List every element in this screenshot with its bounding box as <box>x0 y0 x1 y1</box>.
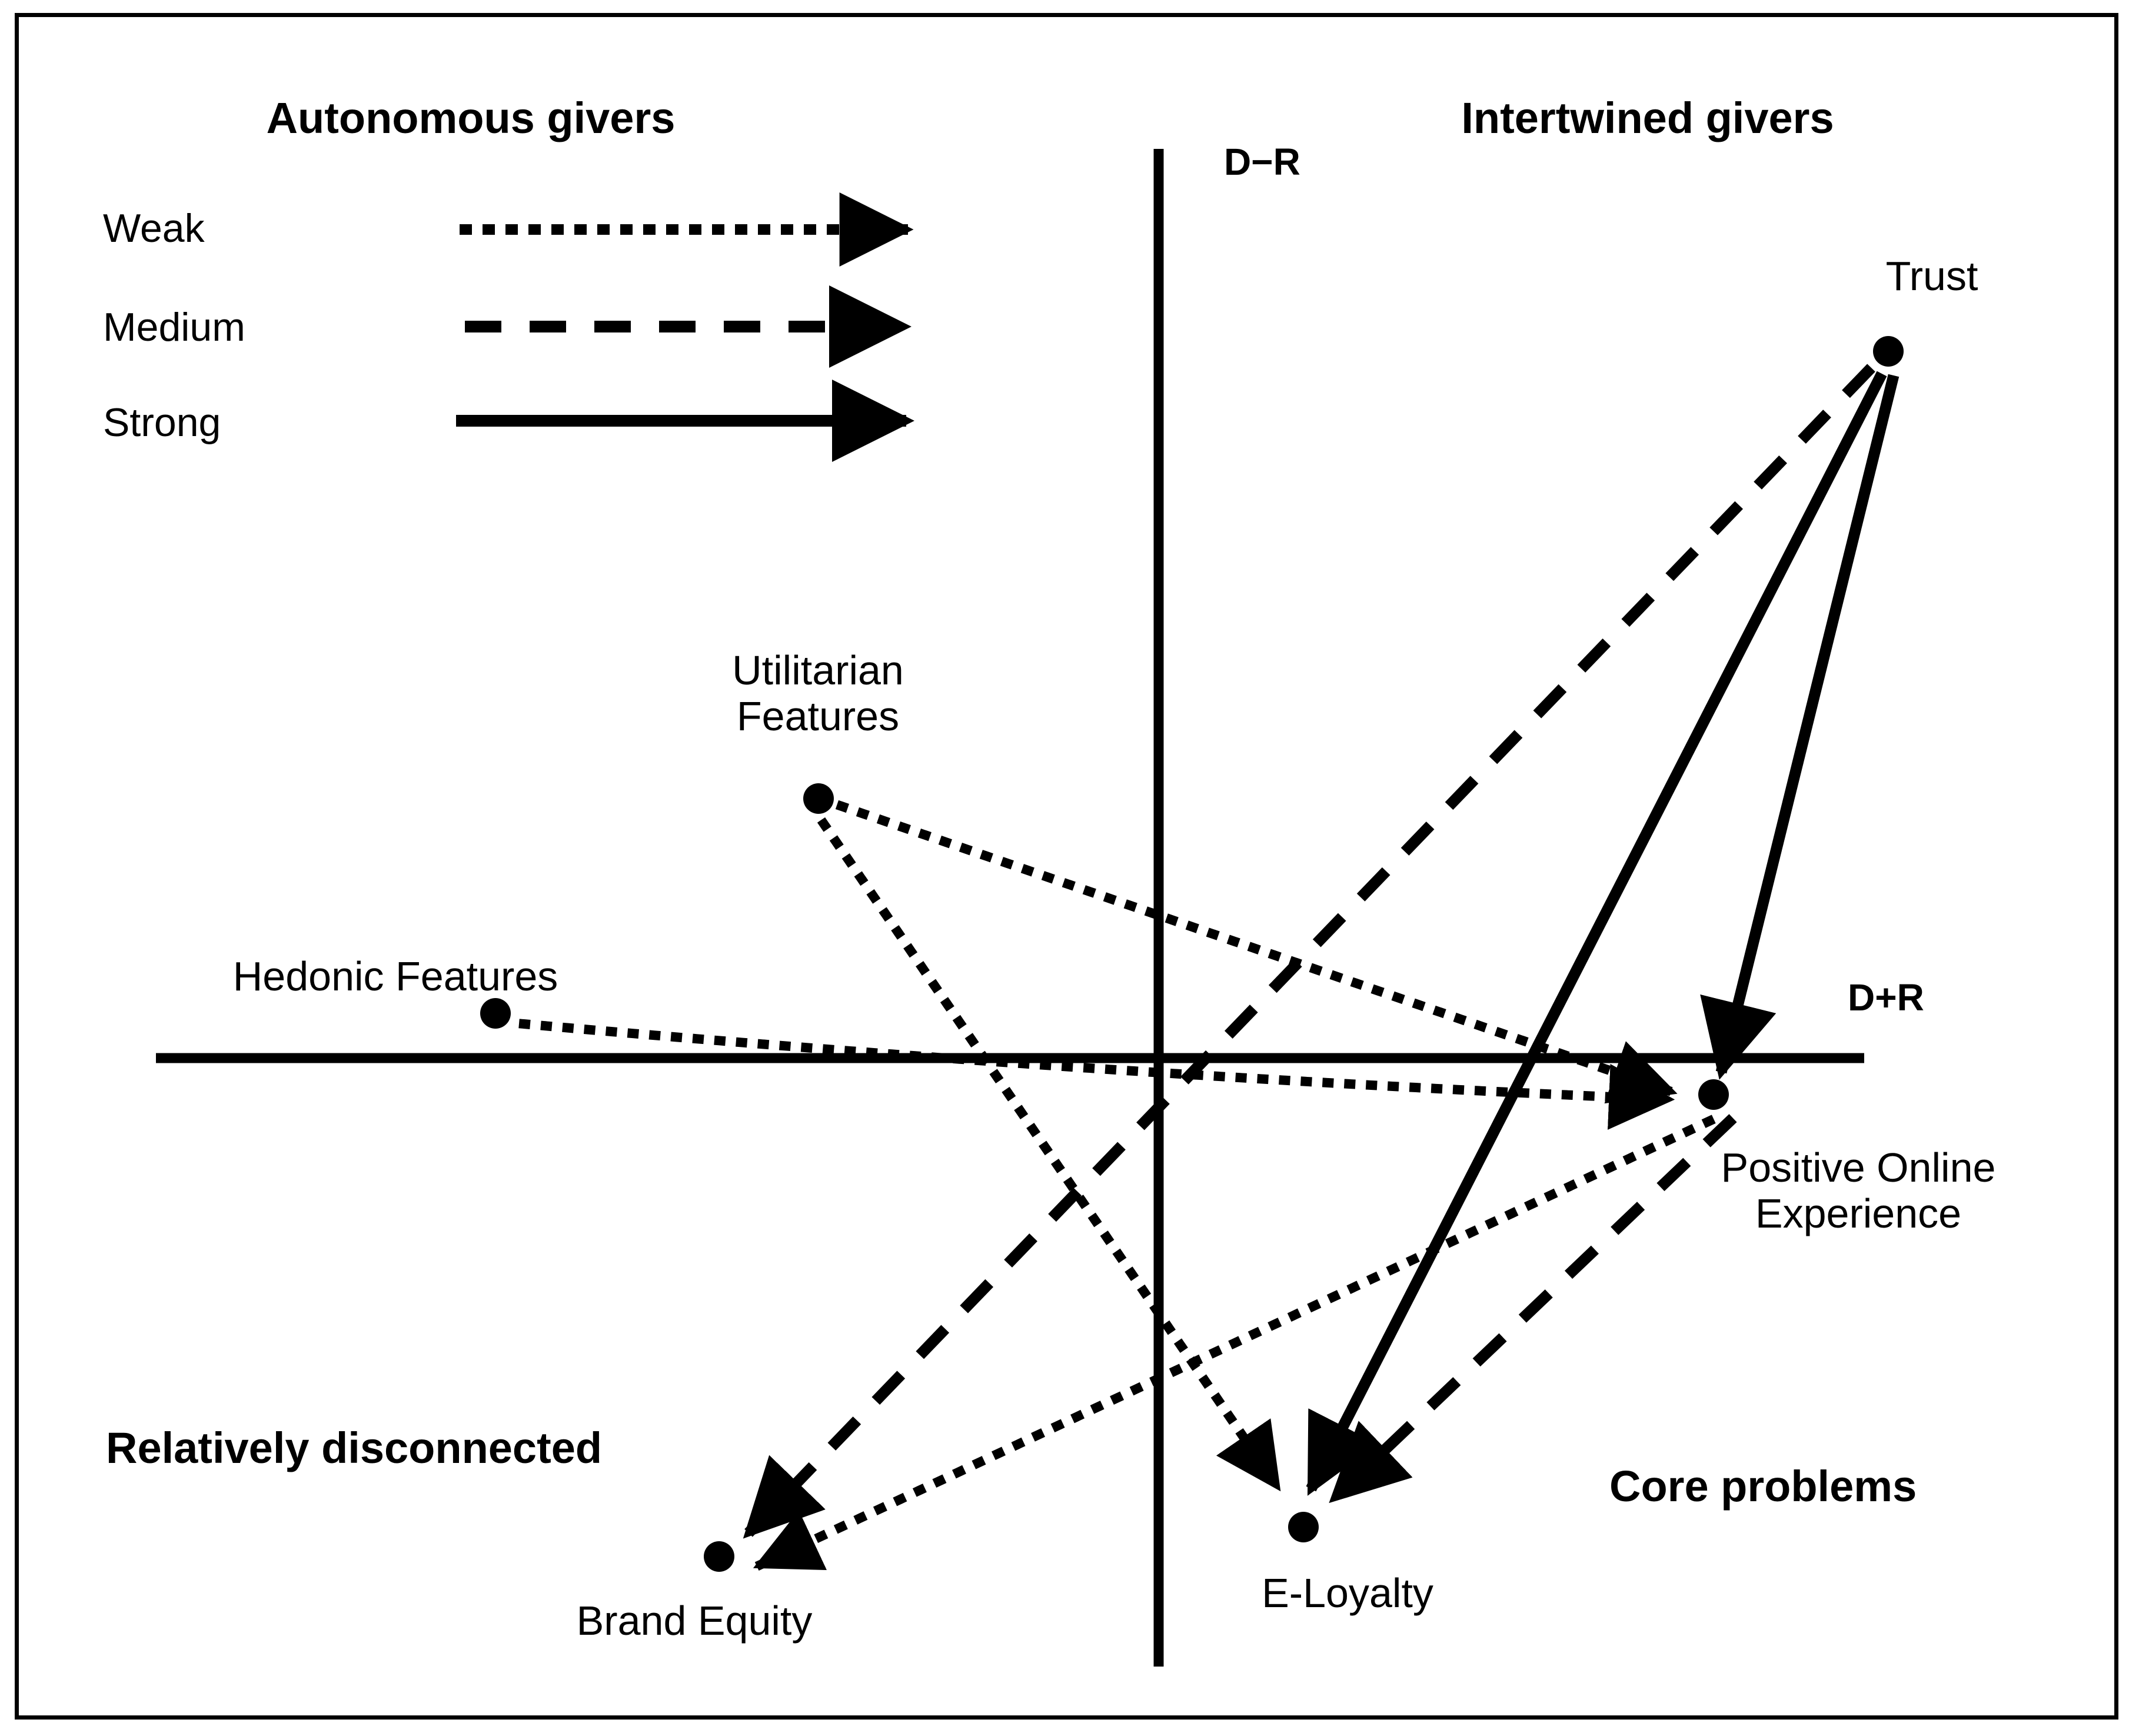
node-label-trust: Trust <box>1885 253 1978 299</box>
edge-trust-to-brand-equity <box>743 364 1875 1539</box>
node-dot-brand-equity[interactable] <box>704 1541 734 1572</box>
quadrant-label-top-right: Intertwined givers <box>1461 94 1834 142</box>
node-label-utilitarian: Utilitarian Features <box>732 647 904 740</box>
node-dot-poe[interactable] <box>1698 1079 1729 1110</box>
node-dot-eloyalty[interactable] <box>1288 1512 1319 1542</box>
edge-trust-to-poe <box>1700 374 1900 1080</box>
quadrant-label-top-left: Autonomous givers <box>266 94 676 142</box>
quadrant-label-bottom-left: Relatively disconnected <box>106 1424 603 1472</box>
node-label-hedonic: Hedonic Features <box>232 953 558 999</box>
node-dot-hedonic[interactable] <box>480 998 511 1029</box>
legend-label-weak: Weak <box>103 206 205 251</box>
node-label-eloyalty: E-Loyalty <box>1262 1570 1433 1616</box>
legend-label-medium: Medium <box>103 305 245 350</box>
edge-trust-to-eloyalty <box>1306 371 1887 1496</box>
edge-hedonic-to-poe <box>518 1019 1675 1130</box>
node-dot-trust[interactable] <box>1873 336 1904 367</box>
edge-utilitarian-to-poe <box>835 800 1678 1104</box>
edge-poe-to-brand-equity <box>753 1115 1716 1572</box>
node-label-poe: Positive Online Experience <box>1721 1145 1996 1237</box>
node-label-brand-equity: Brand Equity <box>576 1598 813 1644</box>
axis-label-horizontal: D+R <box>1848 976 1924 1019</box>
edge-utilitarian-to-eloyalty <box>817 817 1284 1493</box>
legend-label-strong: Strong <box>103 400 221 445</box>
edge-poe-to-eloyalty <box>1329 1114 1737 1504</box>
quadrant-label-bottom-right: Core problems <box>1609 1462 1917 1511</box>
axis-label-vertical: D−R <box>1224 141 1300 183</box>
node-dot-utilitarian[interactable] <box>803 783 834 814</box>
